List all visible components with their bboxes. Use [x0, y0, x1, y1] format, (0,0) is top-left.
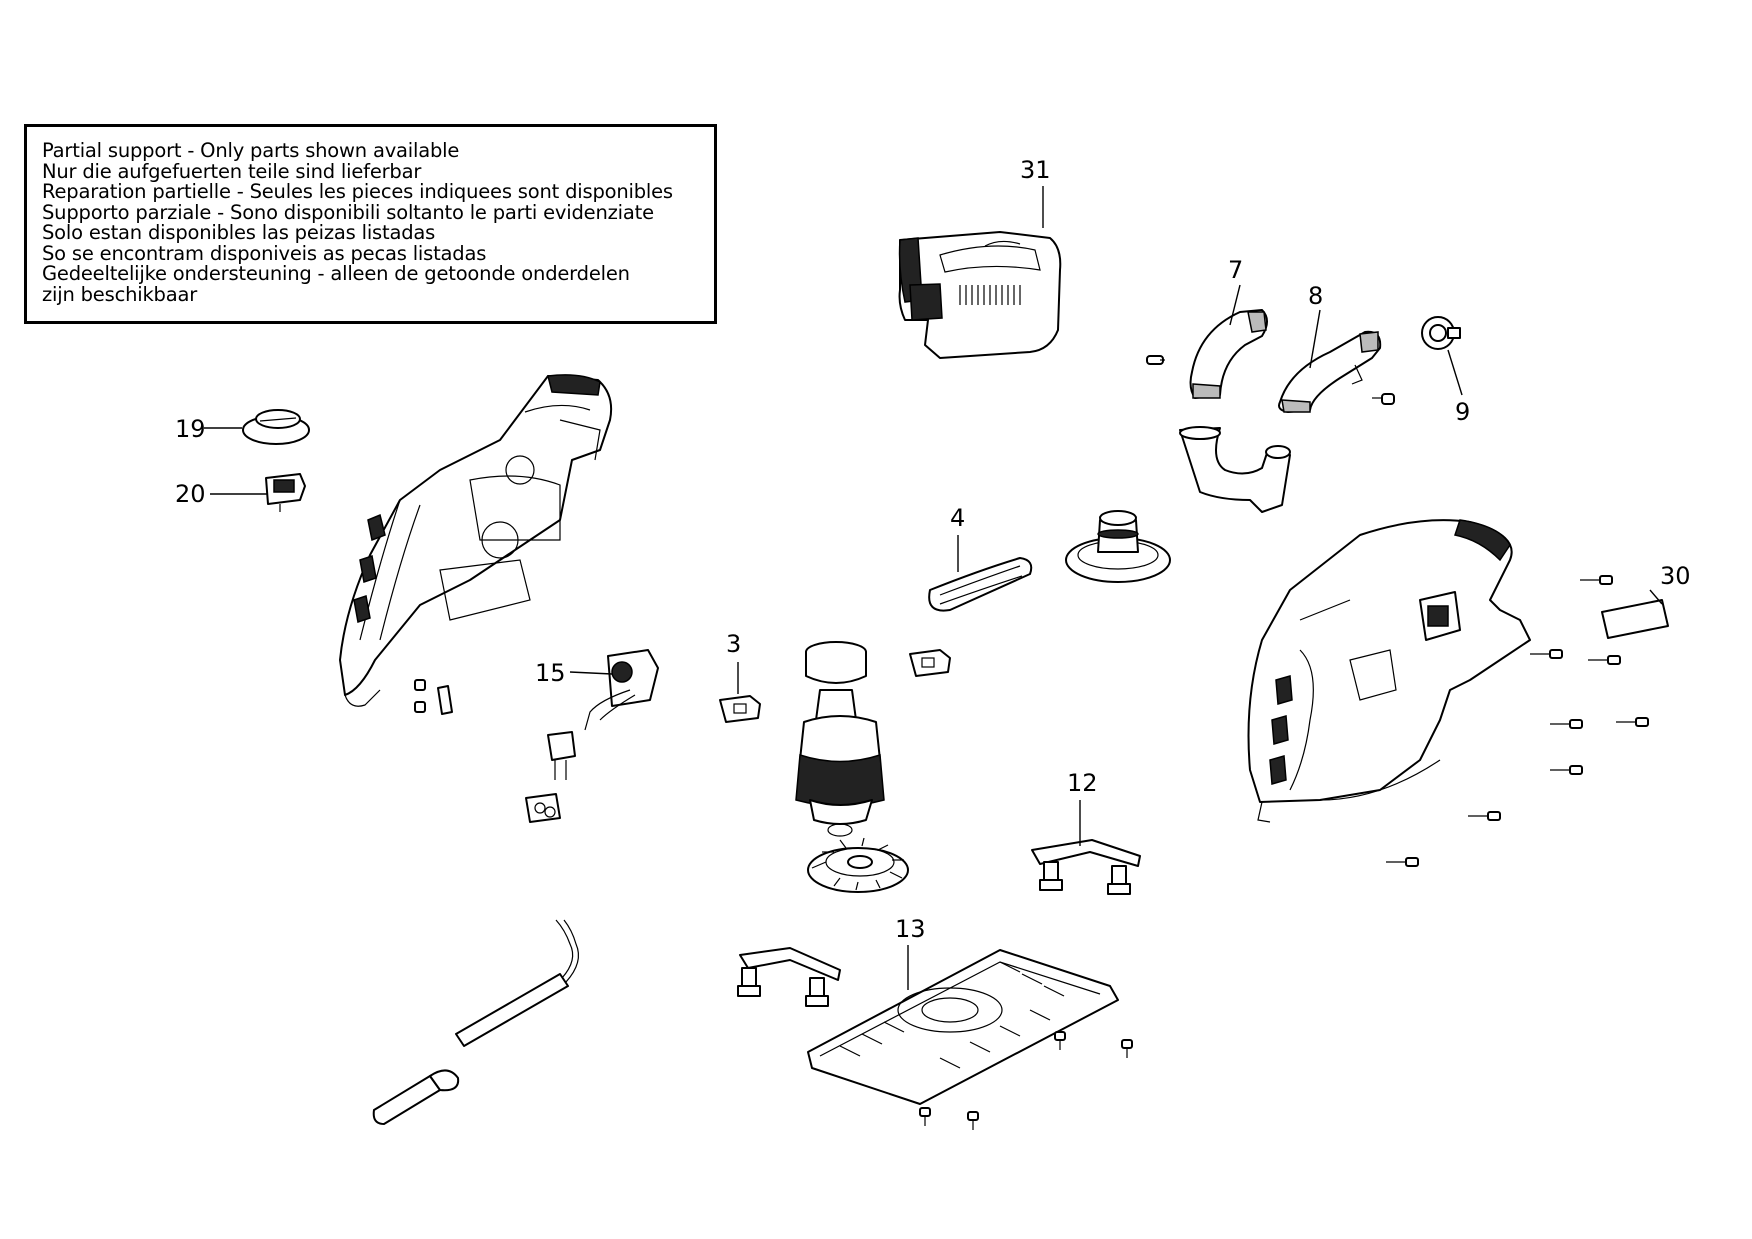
callout-31: 31: [1020, 156, 1051, 184]
part-19-switch-button: [242, 409, 310, 445]
notice-line-4: Supporto parziale - Sono disponibili sol…: [42, 200, 654, 224]
part-20-switch: [265, 473, 306, 512]
right-housing: [1247, 519, 1531, 823]
dust-port: [1179, 426, 1291, 513]
callout-30: 30: [1660, 562, 1691, 590]
screw: [1372, 393, 1395, 405]
notice-line-8: zijn beschikbaar: [42, 282, 198, 306]
callout-20: 20: [175, 480, 206, 508]
parts-availability-notice: Partial support - Only parts shown avail…: [24, 124, 717, 324]
notice-line-1: Partial support - Only parts shown avail…: [42, 139, 460, 162]
part-30-label: [1601, 599, 1669, 639]
pulley: [1065, 510, 1171, 583]
callout-3: 3: [726, 630, 741, 658]
part-3-brush-holder: [719, 695, 761, 723]
part-4-belt: [928, 557, 1033, 612]
callout-15: 15: [535, 659, 566, 687]
callout-9: 9: [1455, 398, 1470, 426]
callout-8: 8: [1308, 282, 1323, 310]
bracket: [737, 947, 841, 1007]
screw: [1386, 575, 1649, 867]
callout-13: 13: [895, 915, 926, 943]
callout-12: 12: [1067, 769, 1098, 797]
notice-line-2: Nur die aufgefuerten teile sind lieferba…: [42, 159, 422, 183]
part-7-grip-cover: [1189, 309, 1268, 399]
fan: [807, 837, 909, 893]
part-12-bracket: [1031, 839, 1141, 895]
part-31-battery: [898, 231, 1062, 359]
power-cord: [372, 919, 579, 1125]
brush-holder: [909, 649, 951, 677]
motor-armature: [795, 641, 885, 837]
notice-line-6: So se encontram disponiveis as pecas lis…: [42, 241, 487, 265]
callout-19: 19: [175, 415, 206, 443]
callout-7: 7: [1228, 256, 1243, 284]
notice-line-7: Gedeeltelijke ondersteuning - alleen de …: [42, 262, 630, 285]
part-9-knob: [1421, 316, 1461, 350]
screw: [1146, 355, 1165, 365]
screw: [919, 1031, 1133, 1130]
notice-line-5: Solo estan disponibles las peizas listad…: [42, 221, 436, 244]
notice-line-3: Reparation partielle - Seules les pieces…: [42, 180, 673, 203]
left-housing: [339, 374, 613, 707]
screw: [414, 679, 453, 715]
callout-4: 4: [950, 504, 965, 532]
part-13-base-plate: [807, 949, 1119, 1105]
part-8-grip-cover: [1278, 330, 1382, 413]
part-15-terminal: [525, 649, 659, 823]
